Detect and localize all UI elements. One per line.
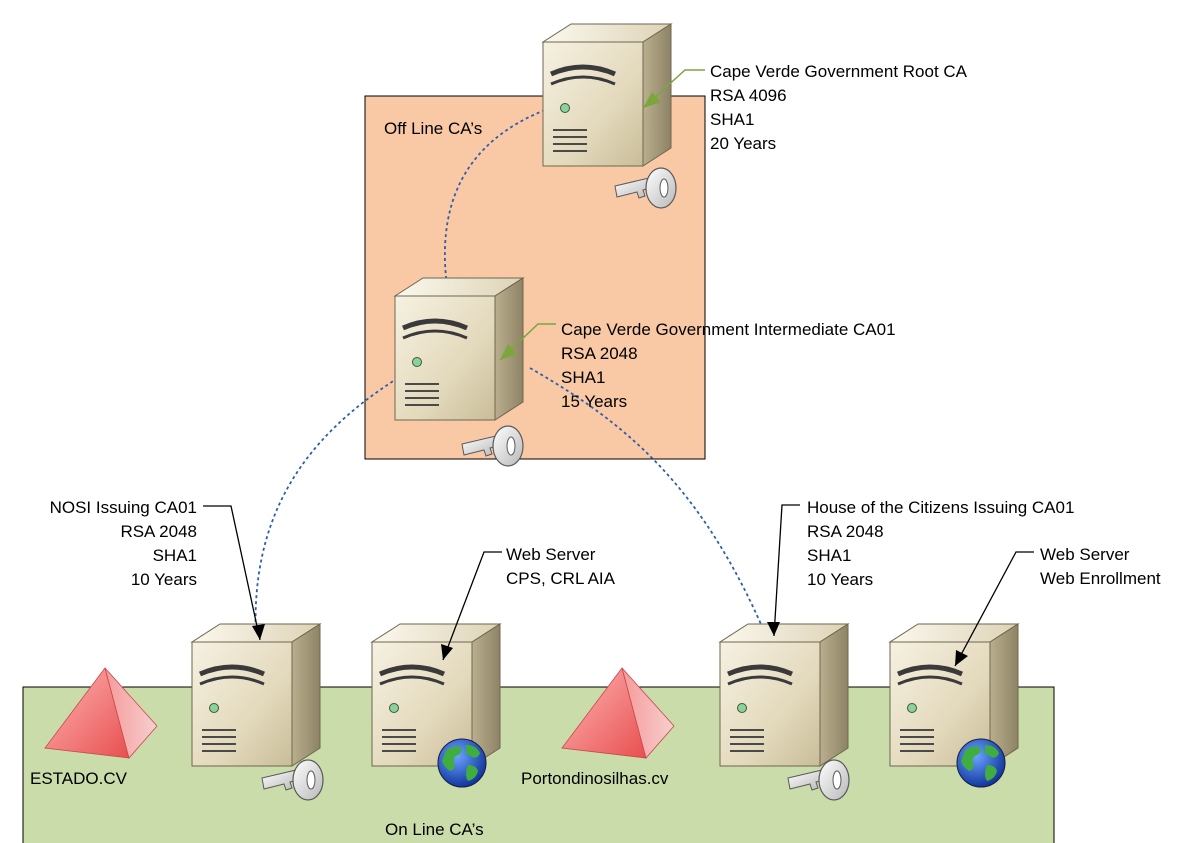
web-server-2-globe-icon [956, 738, 1006, 788]
web-server-1-name: Web Server [506, 545, 596, 564]
portondinosilhas-domain-label: Portondinosilhas.cv [521, 769, 669, 788]
intermediate-ca-callout [499, 323, 556, 361]
intermediate-ca-name: Cape Verde Government Intermediate CA01 [561, 320, 896, 339]
root-ca-validity: 20 Years [710, 134, 777, 153]
link-intermediate-to-nosi [249, 377, 399, 643]
house-ca-name: House of the Citizens Issuing CA01 [807, 498, 1075, 517]
house-ca-callout [767, 504, 800, 637]
web-server-1-globe-icon [437, 738, 487, 788]
house-ca-hash: SHA1 [807, 546, 852, 565]
online-zone-label: On Line CA’s [385, 820, 484, 839]
nosi-ca-validity: 10 Years [130, 570, 197, 589]
link-intermediate-to-house [529, 367, 769, 641]
intermediate-ca-label: Cape Verde Government Intermediate CA01 … [561, 318, 896, 414]
offline-zone-label: Off Line CA’s [384, 119, 483, 138]
web-server-1-label: Web Server CPS, CRL AIA [506, 543, 615, 591]
nosi-ca-callout [203, 505, 265, 641]
web-server-2-icon[interactable] [890, 624, 1018, 766]
house-ca-server-icon[interactable] [720, 624, 848, 766]
root-ca-callout [642, 69, 705, 109]
link-root-to-intermediate [441, 109, 546, 308]
web-server-2-callout [954, 551, 1034, 667]
root-ca-hash: SHA1 [710, 110, 755, 129]
root-ca-label: Cape Verde Government Root CA RSA 4096 S… [710, 60, 967, 156]
nosi-ca-server-icon[interactable] [192, 624, 320, 766]
web-server-1-callout [441, 551, 502, 661]
intermediate-ca-server-icon[interactable] [395, 278, 523, 420]
web-server-1-icon[interactable] [372, 624, 500, 766]
web-server-2-role: Web Enrollment [1040, 569, 1161, 588]
nosi-ca-hash: SHA1 [152, 546, 197, 565]
nosi-ca-name: NOSI Issuing CA01 [49, 498, 197, 517]
estado-domain-label: ESTADO.CV [30, 769, 127, 788]
intermediate-ca-hash: SHA1 [561, 368, 606, 387]
nosi-ca-label: NOSI Issuing CA01 RSA 2048 SHA1 10 Years [0, 496, 197, 592]
root-ca-key-size: RSA 4096 [710, 86, 787, 105]
house-ca-validity: 10 Years [807, 570, 874, 589]
intermediate-ca-validity: 15 Years [561, 392, 628, 411]
root-ca-name: Cape Verde Government Root CA [710, 62, 968, 81]
web-server-2-name: Web Server [1040, 545, 1130, 564]
web-server-2-label: Web Server Web Enrollment [1040, 543, 1161, 591]
intermediate-ca-key-size: RSA 2048 [561, 344, 638, 363]
house-ca-key-size: RSA 2048 [807, 522, 884, 541]
nosi-ca-key-size: RSA 2048 [120, 522, 197, 541]
web-server-1-role: CPS, CRL AIA [506, 569, 615, 588]
house-ca-label: House of the Citizens Issuing CA01 RSA 2… [807, 496, 1074, 592]
